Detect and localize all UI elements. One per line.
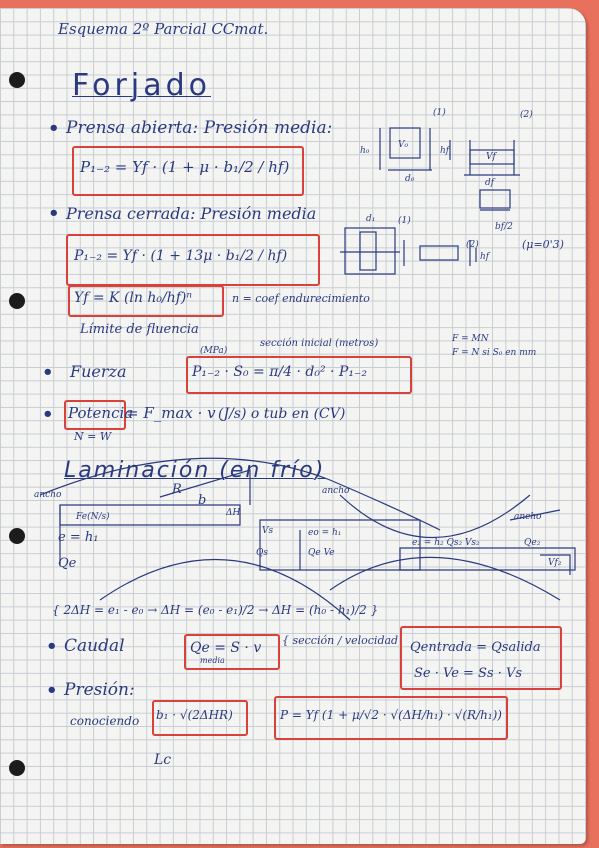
diagram-label: b (198, 493, 207, 508)
diagram-label: Qe₂ (524, 538, 541, 548)
diagram-label: Vf₂ (548, 558, 562, 568)
bullet: • (42, 362, 54, 383)
section-heading-forjado: Forjado (72, 68, 211, 103)
bullet: • (42, 404, 54, 425)
mpa-note: (MPa) (200, 346, 228, 356)
diagram-label: Fe(N/s) (76, 512, 110, 522)
diagram-label: df (485, 178, 495, 188)
presion-label: Presión: (64, 680, 135, 700)
units-note-1: F = MN (452, 334, 489, 344)
diagram-label: ancho (34, 490, 62, 500)
diagram-label: (2) (466, 240, 479, 250)
diagram-label: (2) (520, 110, 533, 120)
limite-note: Límite de fluencia (80, 322, 199, 337)
prensa-cerrada-label: Prensa cerrada: Presión media (66, 204, 317, 223)
binder-hole (9, 72, 25, 88)
diagram-label: d₀ (405, 174, 415, 184)
bullet: • (46, 680, 58, 701)
diagram-label: Qs (256, 548, 268, 558)
diagram-label: Vs (262, 526, 274, 536)
caudal-formula: Qe = S · v (190, 640, 262, 656)
diagram-label: R (172, 482, 182, 497)
caudal-media: media (200, 656, 225, 665)
diagram-label: Qe Ve (308, 548, 335, 558)
bullet: • (46, 636, 58, 657)
diagram-label: Vf (486, 152, 496, 162)
p-formula: P = Yf (1 + μ/√2 · √(ΔH/h₁) · √(R/h₁)) (280, 708, 502, 722)
diagram-label: (1) (398, 216, 411, 226)
binder-hole (9, 293, 25, 309)
potencia-label: Potencia (68, 404, 134, 422)
lc-label: Lc (154, 752, 172, 768)
bullet: • (48, 118, 60, 139)
formula-box (184, 634, 280, 670)
section-heading-laminacion: Laminación (en frío) (64, 458, 326, 483)
prensa-cerrada-formula: P₁₋₂ = Yf · (1 + 13μ · b₁/2 / hf) (74, 248, 288, 264)
formula-box (68, 285, 224, 317)
nw-note: N = W (74, 430, 112, 443)
formula-box (64, 400, 126, 430)
units-note-2: F = N si S₀ en mm (452, 348, 537, 358)
fuerza-label: Fuerza (70, 362, 127, 381)
diagram-label: V₀ (398, 140, 409, 150)
n-note: n = coef endurecimiento (232, 292, 370, 305)
diagram-label: ΔH (226, 508, 241, 518)
diagram-label: e₂ = h₂ Qs₂ Vs₂ (412, 538, 480, 548)
diagram-label: ancho (514, 512, 542, 522)
mu-note: (μ=0'3) (522, 238, 564, 251)
diagram-label: bf/2 (495, 222, 513, 232)
delta-h-formula: { 2ΔH = e₁ - e₀ → ΔH = (e₀ - e₁)/2 → ΔH … (52, 603, 379, 617)
potencia-units: (J/s) o tub en (CV) (218, 406, 346, 422)
yf-formula: Yf = K (ln h₀/hf)ⁿ (74, 290, 193, 306)
diagram-label: eo = h₁ (308, 528, 342, 538)
formula-box (152, 700, 248, 736)
conocido-note: conociendo (70, 714, 140, 728)
diagram-label: hf (440, 146, 450, 156)
formula-box (186, 356, 412, 394)
diagram-label: ancho (322, 486, 350, 496)
formula-box (400, 626, 562, 690)
bullet: • (48, 203, 60, 224)
page-title: Esquema 2º Parcial CCmat. (58, 20, 269, 38)
diagram-label: e = h₁ (58, 530, 99, 545)
b1-formula: b₁ · √(2ΔHR) (156, 708, 233, 722)
prensa-abierta-label: Prensa abierta: Presión media: (66, 118, 333, 138)
entrada-salida: Qentrada = Qsalida (410, 640, 541, 655)
se-ve: Se · Ve = Ss · Vs (414, 666, 523, 681)
binder-hole (9, 760, 25, 776)
section-note: sección inicial (metros) (260, 338, 379, 349)
caudal-notes: { sección / velocidad (282, 634, 399, 647)
formula-box (72, 146, 304, 196)
binder-hole (9, 528, 25, 544)
diagram-label: d₁ (366, 214, 376, 224)
formula-box (274, 696, 508, 740)
diagram-label: (1) (433, 108, 446, 118)
diagram-label: hf (480, 252, 490, 262)
diagram-label: Qe (58, 556, 77, 571)
potencia-formula: = F_max · v (126, 404, 216, 422)
diagram-label: h₀ (360, 146, 370, 156)
fuerza-formula: P₁₋₂ · S₀ = π/4 · d₀² · P₁₋₂ (192, 364, 367, 380)
prensa-abierta-formula: P₁₋₂ = Yf · (1 + μ · b₁/2 / hf) (80, 158, 290, 176)
caudal-label: Caudal (64, 636, 125, 656)
